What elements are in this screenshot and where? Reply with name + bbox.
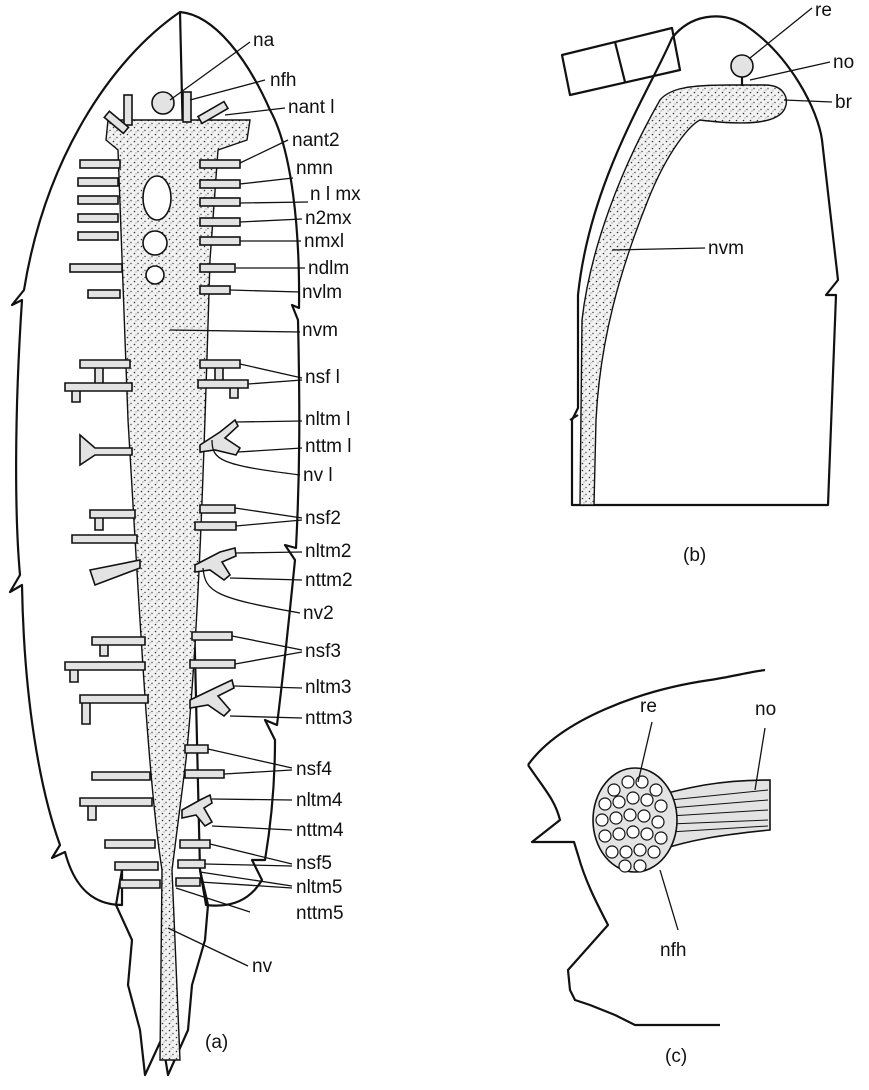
label-nsf4: nsf4	[296, 759, 332, 780]
brain-opening-1	[143, 176, 171, 220]
panel-b: re no br nvm (b)	[562, 0, 854, 566]
label-nttm1: nttm l	[305, 436, 351, 457]
eye-b	[731, 55, 753, 77]
label-na: na	[253, 30, 275, 51]
label-nltm5: nltm5	[296, 877, 342, 898]
label-nfh-c: nfh	[660, 940, 686, 961]
panel-a: na nfh nant l nant2 nmn n l mx n2mx nmxl…	[10, 12, 361, 1075]
panel-c: re no nfh (c)	[528, 670, 776, 1067]
ventral-nerve-cord-a	[106, 120, 250, 1060]
label-nmxl: nmxl	[304, 231, 344, 252]
label-br-b: br	[835, 92, 853, 113]
brain-opening-3	[146, 266, 164, 284]
label-re-b: re	[815, 0, 832, 21]
label-nsf2: nsf2	[305, 508, 341, 529]
label-nmn: nmn	[296, 158, 333, 179]
label-n2mx: n2mx	[305, 208, 352, 229]
label-nvm-a: nvm	[302, 320, 338, 341]
naupliar-eye-a	[152, 92, 174, 114]
label-nv2: nv2	[303, 603, 334, 624]
label-nsf3: nsf3	[305, 641, 341, 662]
panel-b-caption: (b)	[683, 545, 706, 566]
label-nttm3: nttm3	[305, 708, 353, 729]
brain-and-cord-b	[580, 85, 786, 505]
label-ndlm: ndlm	[308, 258, 349, 279]
label-nttm4: nttm4	[296, 820, 344, 841]
label-nsf5: nsf5	[296, 853, 332, 874]
panel-c-caption: (c)	[665, 1046, 687, 1067]
label-nttm5: nttm5	[296, 903, 344, 924]
label-nttm2: nttm2	[305, 570, 353, 591]
label-nv: nv	[252, 956, 273, 977]
brain-opening-2	[143, 231, 167, 255]
label-nsf1: nsf l	[305, 367, 340, 388]
label-nltm1: nltm l	[305, 409, 350, 430]
label-nant2: nant2	[292, 130, 340, 151]
label-nvlm: nvlm	[302, 282, 342, 303]
label-no-b: no	[833, 52, 854, 73]
label-n1mx: n l mx	[310, 184, 361, 205]
label-re-c: re	[640, 696, 657, 717]
label-nltm4: nltm4	[296, 790, 343, 811]
label-nv1: nv l	[303, 465, 333, 486]
label-nltm2: nltm2	[305, 541, 351, 562]
label-no-c: no	[755, 699, 776, 720]
label-nant1: nant l	[288, 97, 334, 118]
panel-a-caption: (a)	[205, 1032, 228, 1053]
label-nfh: nfh	[270, 70, 296, 91]
label-nvm-b: nvm	[708, 238, 744, 259]
label-nltm3: nltm3	[305, 677, 351, 698]
